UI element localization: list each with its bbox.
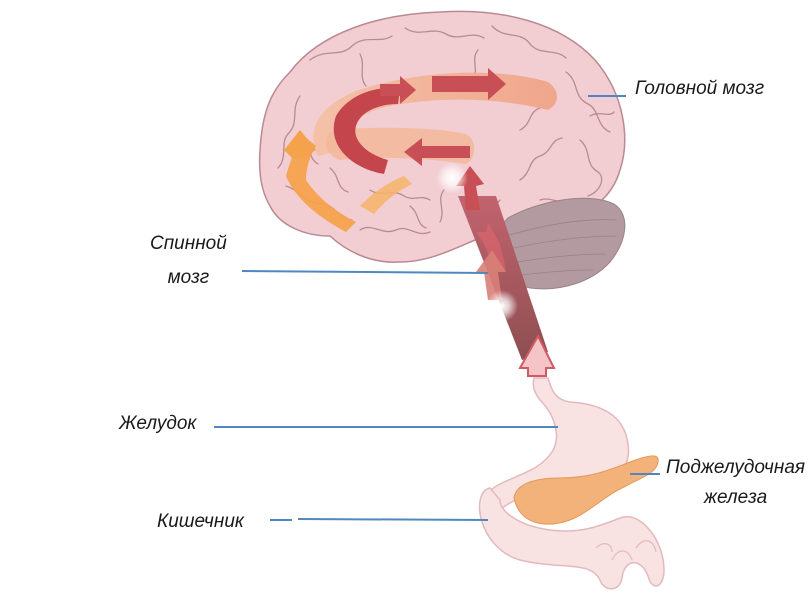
spinal-cord-label-line1: Спинной [150,233,227,254]
pancreas-label-line2: железа [703,486,768,508]
pathway-orange-2 [360,176,412,214]
red-arrow [380,76,416,104]
stomach-label: Желудок [119,413,197,434]
intestine [478,487,665,590]
pathway-orange [286,136,356,232]
orange-arrow [284,130,316,158]
glow-spot [486,290,518,322]
brain-label: Головной мозг [635,78,765,99]
spinal-cord-label-line2: мозг [167,266,210,288]
pink-up-arrow [518,333,556,377]
red-arrow [476,222,506,270]
red-arrow [432,68,506,100]
pancreas [513,455,659,525]
leader-line-intestine-b [297,518,489,521]
pathway-inner-arc [333,87,400,174]
glow-spot [436,162,468,194]
pancreas-label-line1: Поджелудочная [666,457,806,478]
leader-line-spinal-cord [241,270,489,274]
red-arrow [404,138,470,166]
pancreas-label: Поджелудочная железа [666,456,805,510]
red-arrow [476,250,506,300]
spinal-cord-label: Спинной мозг [150,232,227,290]
intestine-folds [595,540,657,561]
leader-lines [214,95,660,521]
intestine-label: Кишечник [157,511,244,532]
